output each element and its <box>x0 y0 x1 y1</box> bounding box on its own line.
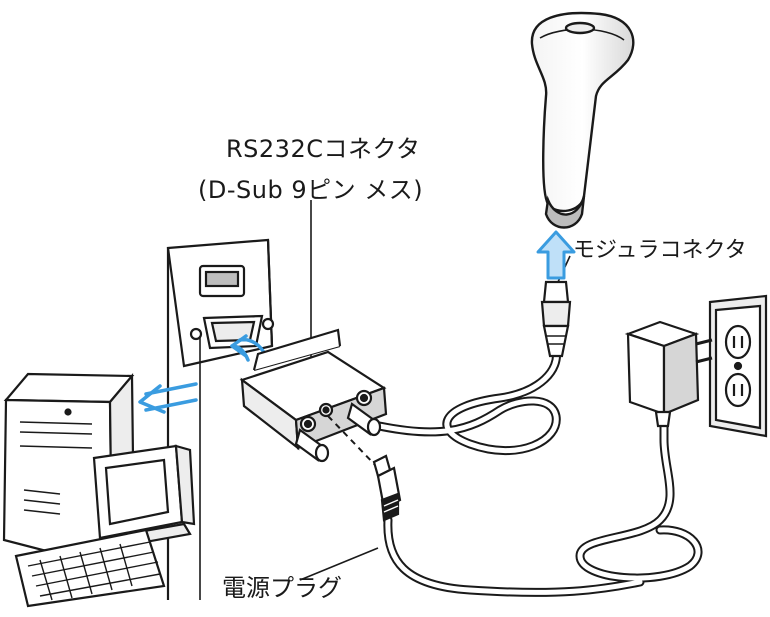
power-plug-icon <box>372 454 402 522</box>
modular-connector-label: モジュラコネクタ <box>573 238 747 263</box>
blue-arrow-icon <box>138 382 198 414</box>
wall-outlet-icon <box>708 294 768 438</box>
db9-connector-icon <box>239 328 388 463</box>
dsub-spec-label: (D-Sub 9ピン メス) <box>198 176 424 204</box>
keyboard-icon <box>14 528 166 608</box>
modular-connector-icon <box>540 280 572 358</box>
power-plug-label: 電源プラグ <box>222 574 342 602</box>
blue-arrow-icon <box>536 230 576 280</box>
computer-back-panel <box>166 238 275 600</box>
crt-monitor-icon <box>92 444 196 550</box>
plug-insert-line <box>327 415 379 469</box>
barcode-scanner-icon <box>530 11 635 229</box>
ac-adapter-icon <box>624 320 713 428</box>
rs232c-connector-label: RS232Cコネクタ <box>226 135 421 163</box>
